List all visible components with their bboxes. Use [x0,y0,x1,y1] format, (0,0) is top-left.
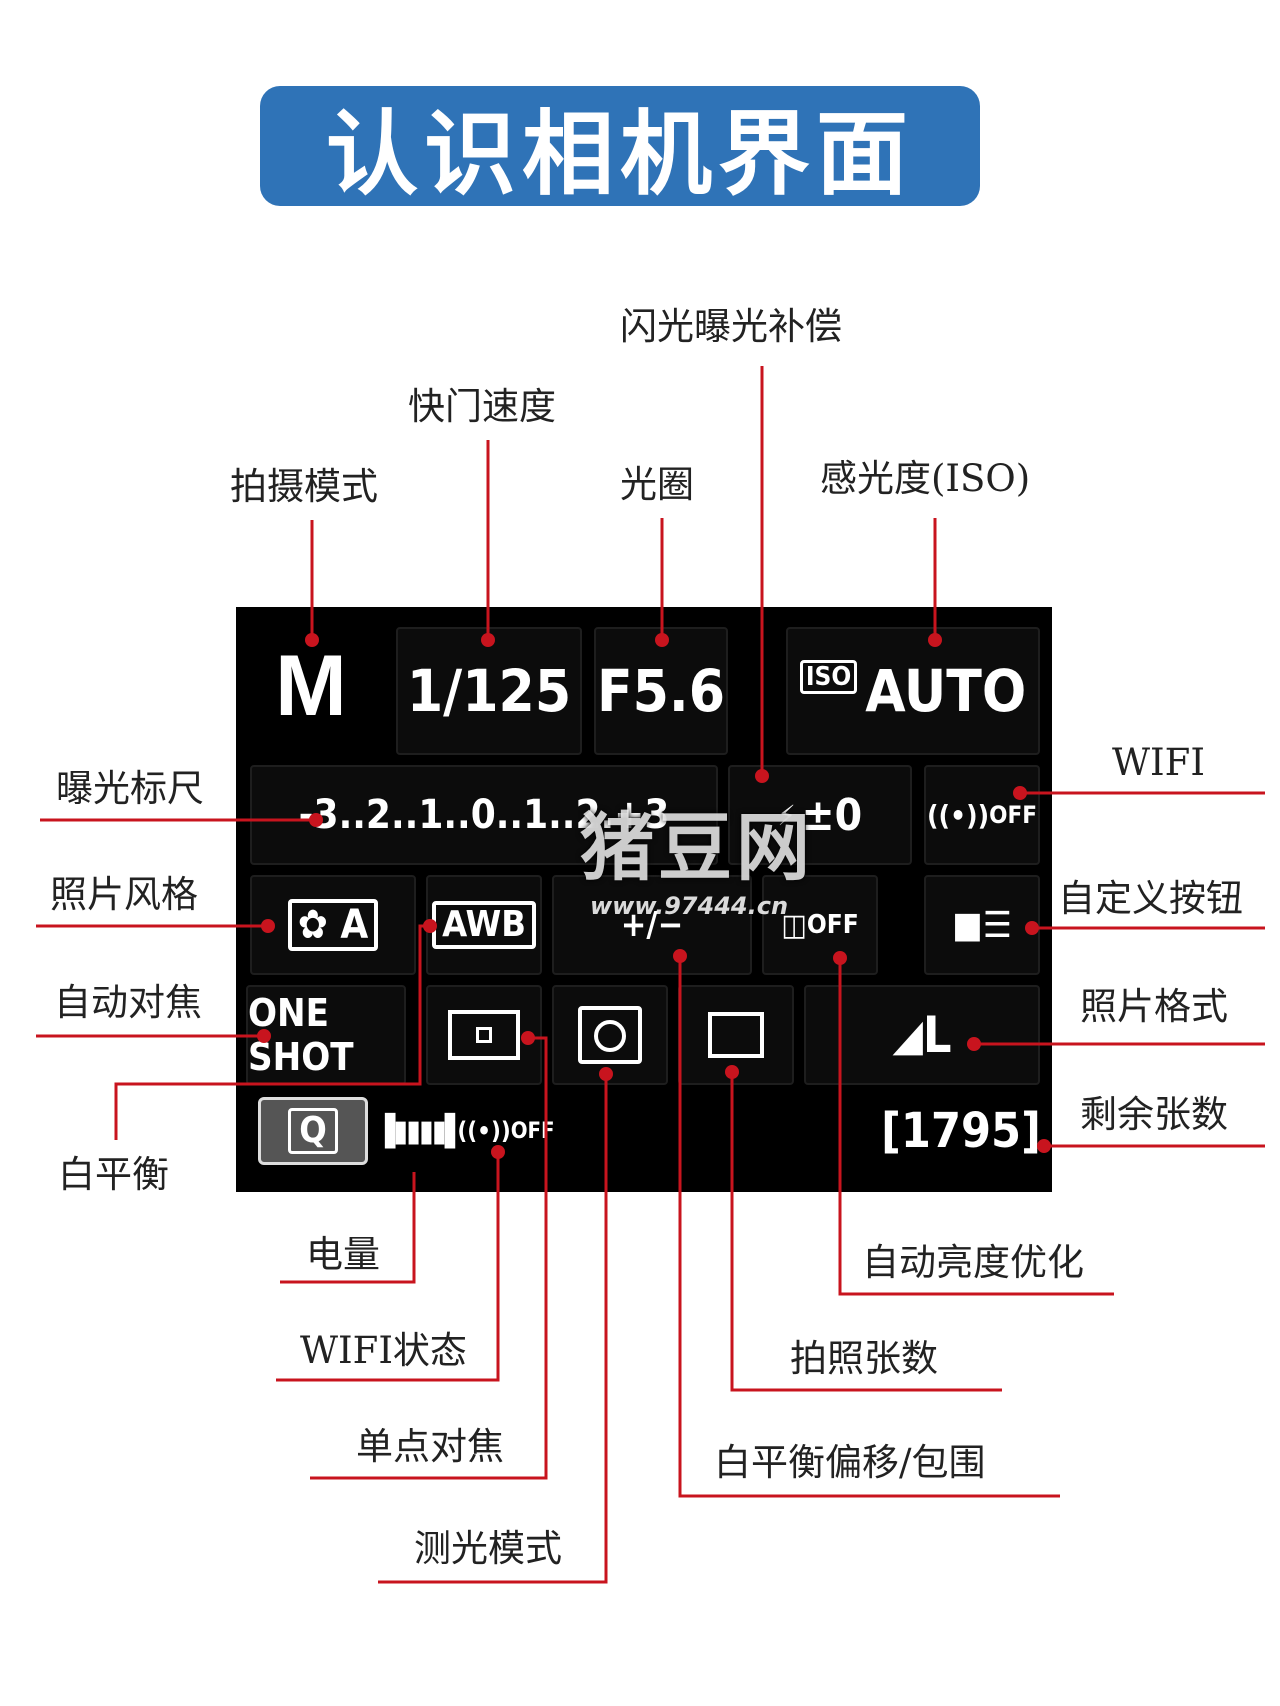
title-banner: 认识相机界面 [260,86,980,208]
label-aperture: 光圈 [620,463,694,506]
flash-icon: ⚡ [777,798,796,832]
alo-value: OFF [806,910,859,940]
wifi-status-icon: ((•)) [457,1117,511,1145]
shooting-mode-value: M [275,637,347,734]
image-quality-cell[interactable]: ◢ L [804,985,1040,1085]
label-single-point-af: 单点对焦 [356,1425,504,1468]
single-shot-icon [708,1012,764,1058]
af-mode-cell[interactable]: ONE SHOT [246,985,406,1085]
label-wb-shift: 白平衡偏移/包围 [714,1441,986,1484]
custom-button-cell[interactable]: ■☰ [924,875,1040,975]
label-shooting-mode: 拍摄模式 [230,465,378,508]
wifi-icon: ((•)) [926,798,990,832]
af-point-cell[interactable] [426,985,542,1085]
picture-style-icon: ✿ A [287,899,379,951]
wifi-status-value: OFF [510,1118,555,1144]
label-wifi-status: WIFI状态 [300,1329,467,1372]
shooting-mode-cell: M [244,627,378,745]
metering-icon [578,1006,642,1064]
label-iso: 感光度(ISO) [820,457,1031,500]
picture-style-cell[interactable]: ✿ A [250,875,416,975]
white-balance-value: AWB [432,901,536,949]
label-shutter-speed: 快门速度 [408,385,556,428]
picture-style-value: A [340,902,369,948]
label-battery: 电量 [306,1233,380,1276]
wifi-status-cell: ((•)) OFF [456,1097,556,1165]
shutter-speed-value: 1/125 [406,657,572,725]
label-exposure-meter: 曝光标尺 [56,767,204,810]
aperture-cell[interactable]: F5.6 [594,627,728,755]
alo-icon: ◫ [781,907,807,943]
camera-menu-icon: ■☰ [952,904,1012,946]
q-button[interactable]: Q [288,1108,338,1154]
image-quality-value: L [922,1006,952,1064]
flash-comp-value: ±0 [801,789,863,841]
exposure-scale-cell[interactable]: -3..2..1..0..1..2.+3 [250,765,718,865]
label-shots-remaining: 剩余张数 [1080,1093,1228,1136]
single-point-af-icon [448,1010,520,1060]
label-image-format: 照片格式 [1080,985,1228,1028]
exposure-scale-value: -3..2..1..0..1..2.+3 [298,792,670,838]
label-flash-exposure-comp: 闪光曝光补偿 [620,305,842,348]
shots-remaining-cell: [1795] [876,1097,1046,1165]
watermark-url: www.97444.cn [590,892,789,920]
af-mode-value: ONE SHOT [248,991,354,1079]
q-button-cell[interactable]: Q [258,1097,368,1165]
wb-shift-value: +/− [620,905,684,945]
aperture-value: F5.6 [596,657,726,725]
label-drive-mode: 拍照张数 [790,1337,938,1380]
drive-mode-cell[interactable] [678,985,794,1085]
iso-cell[interactable]: ISO AUTO [786,627,1040,755]
page-title: 认识相机界面 [325,100,914,208]
label-white-balance: 白平衡 [58,1153,169,1196]
metering-cell[interactable] [552,985,668,1085]
battery-cell: ▐▮▮▮▮▌ [375,1097,466,1165]
battery-icon: ▐▮▮▮▮▌ [374,1113,466,1149]
iso-value: AUTO [865,657,1027,725]
label-picture-style: 照片风格 [50,873,198,916]
label-metering-mode: 测光模式 [414,1527,562,1570]
quality-icon: ◢ [892,1009,923,1061]
wifi-icon-text: OFF [989,801,1037,829]
wifi-cell[interactable]: ((•)) OFF [924,765,1040,865]
label-custom-button: 自定义按钮 [1058,877,1243,920]
label-autofocus: 自动对焦 [54,981,202,1024]
white-balance-cell[interactable]: AWB [426,875,542,975]
watermark-brand: 猪豆网 [580,805,814,891]
shots-remaining-value: [1795] [881,1103,1041,1159]
shutter-speed-cell[interactable]: 1/125 [396,627,582,755]
label-auto-lighting: 自动亮度优化 [862,1241,1084,1284]
label-wifi: WIFI [1112,741,1205,784]
iso-badge: ISO [799,659,858,695]
